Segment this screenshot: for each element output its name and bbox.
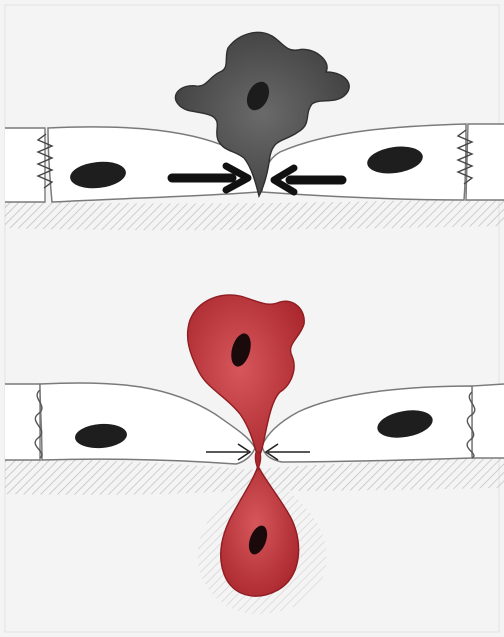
endothelial-cell-left-edge-bottom <box>5 384 40 460</box>
endothelial-cell-right-edge-bottom <box>472 384 504 458</box>
endothelial-cell-right-edge-top <box>466 124 504 200</box>
